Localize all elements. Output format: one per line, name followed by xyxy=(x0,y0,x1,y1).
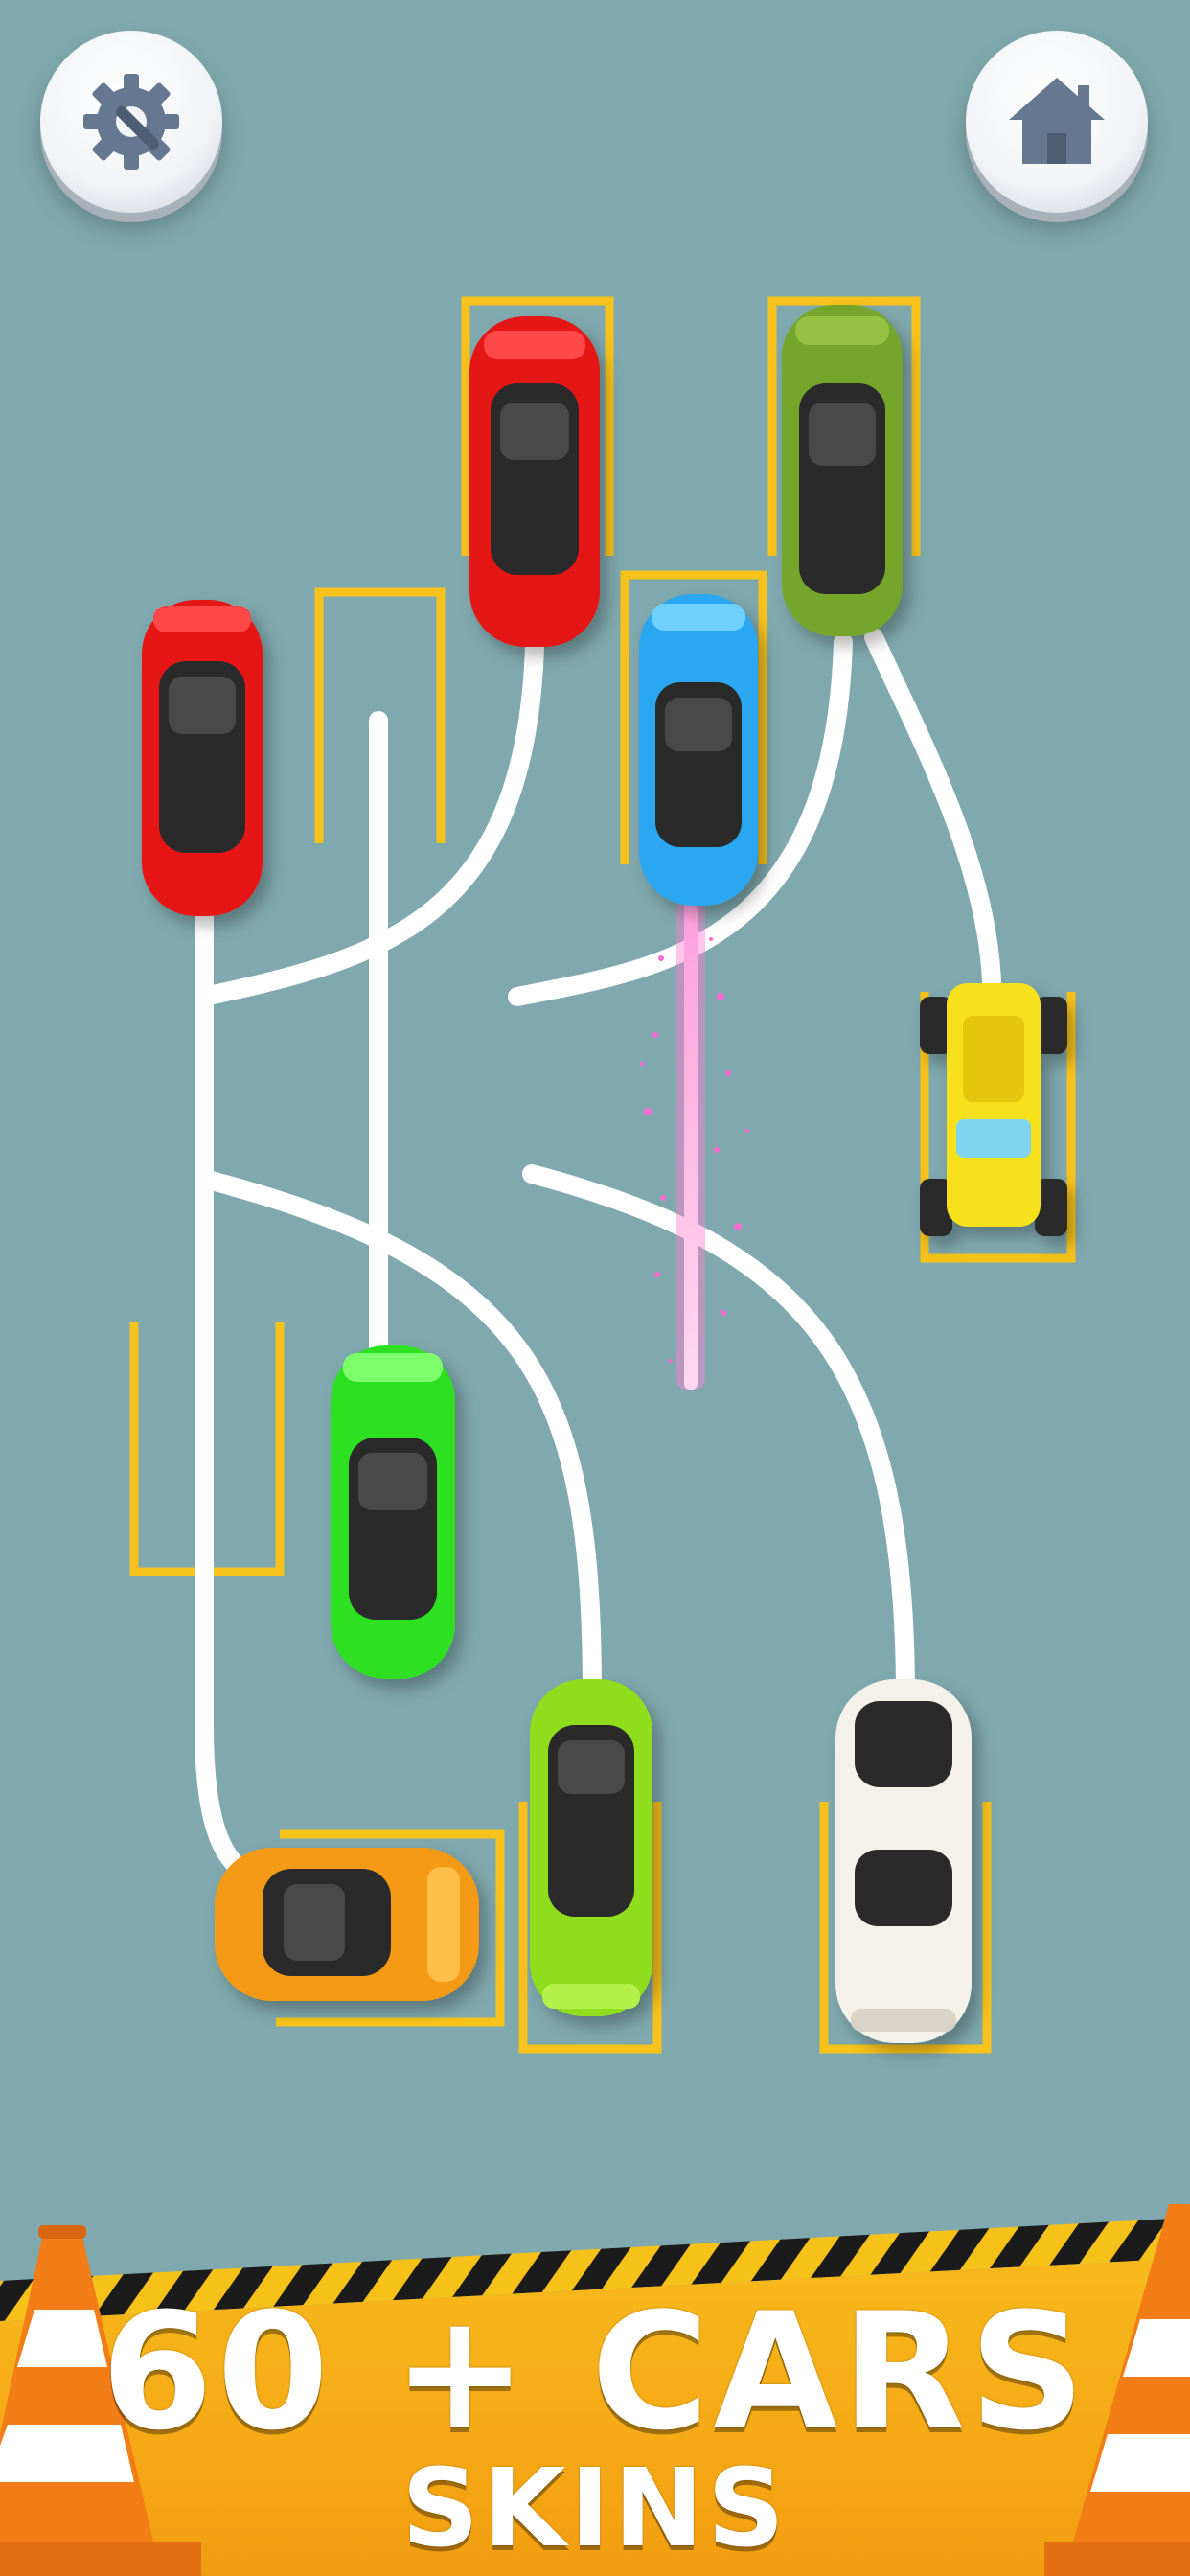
traffic-cone-left-icon xyxy=(0,2225,201,2576)
banner-subline: SKINS xyxy=(401,2447,789,2571)
gear-wrench-icon xyxy=(83,74,179,170)
parking-spot-white xyxy=(819,1802,992,2054)
home-button[interactable] xyxy=(966,31,1148,213)
parking-spot-blue xyxy=(620,570,767,864)
car-blue-hatchback[interactable] xyxy=(639,594,758,906)
parking-spot-orange xyxy=(276,1829,505,2027)
home-icon xyxy=(1009,78,1105,164)
traffic-cone-right-icon xyxy=(1044,2204,1190,2576)
car-orange-convertible[interactable] xyxy=(215,1848,479,2001)
promo-banner: 60 + CARS SKINS xyxy=(0,2204,1190,2576)
laser-beam xyxy=(640,901,749,1390)
car-red-sports-left[interactable] xyxy=(142,600,263,916)
banner-panel xyxy=(0,2258,1190,2576)
parking-spot-olive-top xyxy=(767,296,921,556)
car-olive-green-sedan[interactable] xyxy=(782,305,903,636)
settings-button[interactable] xyxy=(40,31,222,213)
hazard-stripe xyxy=(0,2218,1190,2321)
parking-spot-lime xyxy=(518,1802,662,2054)
banner-headline: 60 + CARS xyxy=(101,2278,1089,2466)
parking-spot-monster-truck xyxy=(920,992,1076,1263)
car-white-sedan[interactable] xyxy=(835,1679,972,2043)
parking-spot-empty-upper xyxy=(314,587,446,843)
car-red-sports-top[interactable] xyxy=(469,316,600,647)
car-bright-green-sports[interactable] xyxy=(331,1346,455,1679)
car-yellow-monster-truck[interactable] xyxy=(920,983,1067,1236)
car-lime-green-sedan[interactable] xyxy=(530,1679,652,2016)
banner-graphic xyxy=(0,2204,1190,2576)
parking-spot-red-top xyxy=(461,296,614,556)
